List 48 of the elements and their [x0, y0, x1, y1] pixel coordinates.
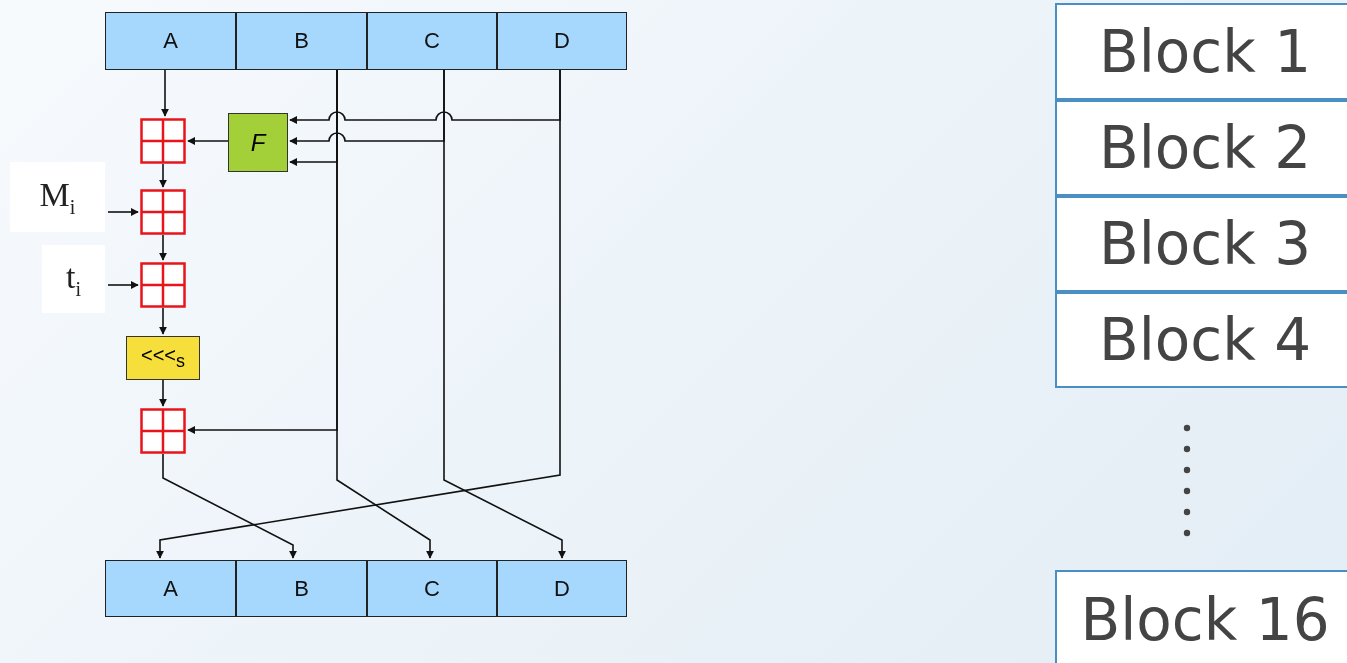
register-label: B: [294, 28, 309, 54]
block-label: Block 3: [1098, 210, 1312, 278]
register-cell: [105, 560, 236, 617]
function-label: F: [250, 128, 266, 157]
adder-symbol: [140, 408, 186, 454]
block-box: [1055, 100, 1347, 196]
arrow: [156, 69, 561, 559]
arrow: [162, 453, 297, 559]
arrow: [187, 137, 229, 145]
register-cell: [367, 12, 497, 70]
function-box: [228, 113, 288, 172]
block-label: Block 4: [1098, 306, 1312, 374]
block-box: [1055, 196, 1347, 292]
rotate-box: [126, 336, 200, 380]
register-cell: [105, 12, 236, 70]
register-label: D: [554, 575, 570, 602]
adder-symbol: [140, 189, 186, 235]
register-cell: [236, 12, 367, 70]
adder-symbol: [140, 262, 186, 308]
register-label: C: [424, 28, 440, 54]
register-cell: [367, 560, 497, 617]
rotate-label: <<<$_{s}$: [140, 344, 185, 372]
register-label: B: [294, 575, 309, 602]
register-label: A: [163, 575, 178, 602]
register-cell: [236, 560, 367, 617]
adder-symbol: [140, 118, 186, 164]
register-cell: [497, 12, 627, 70]
input-label: t$_{i}$: [66, 257, 81, 301]
arrow: [159, 234, 167, 261]
arrow: [336, 69, 434, 559]
block-box: [1055, 292, 1347, 388]
arrow: [107, 208, 139, 216]
register-label: D: [554, 28, 570, 54]
register-label: C: [424, 575, 440, 602]
arrow: [159, 307, 167, 335]
register-cell: [497, 560, 627, 617]
block-label: Block 1: [1098, 17, 1312, 86]
arrow: [443, 69, 566, 559]
block-box: [1055, 3, 1347, 100]
arrow: [159, 163, 167, 188]
block-box: [1055, 570, 1347, 663]
register-label: A: [163, 28, 178, 54]
input-label: M$_{i}$: [39, 175, 76, 219]
arrow: [159, 379, 167, 407]
block-label: Block 2: [1098, 114, 1312, 182]
arrow: [107, 281, 139, 289]
arrow: [161, 69, 169, 117]
block-label: Block 16: [1080, 586, 1330, 654]
